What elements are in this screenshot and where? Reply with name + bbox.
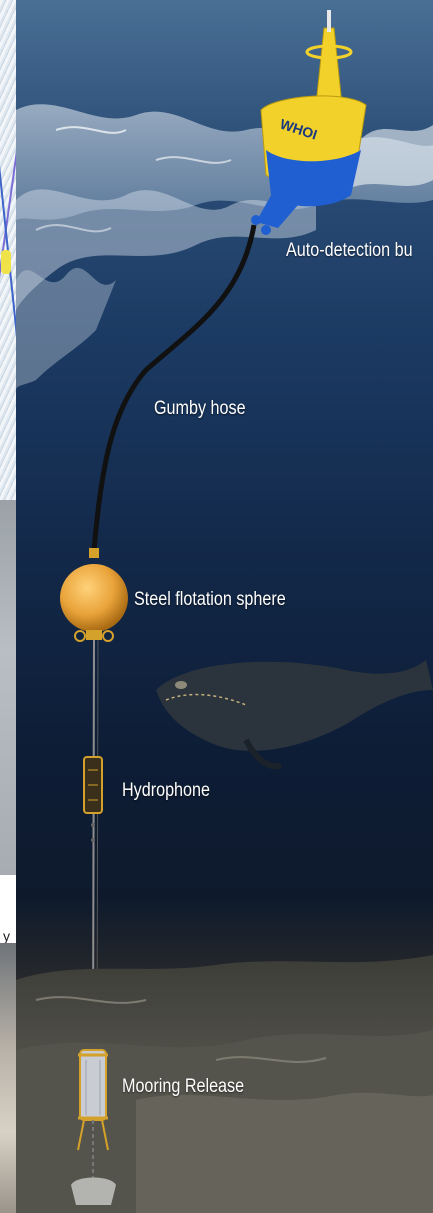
anchor-weight bbox=[71, 1178, 116, 1206]
label-gumby-hose: Gumby hose bbox=[154, 398, 246, 420]
label-auto-detection-buoy: Auto-detection bu bbox=[286, 240, 413, 262]
map-highlight bbox=[1, 250, 11, 274]
label-steel-flotation-sphere: Steel flotation sphere bbox=[134, 589, 286, 611]
auto-detection-buoy: WHOI bbox=[251, 10, 366, 235]
label-hydrophone: Hydrophone bbox=[122, 780, 210, 802]
gumby-hose bbox=[94, 225, 254, 550]
ocean-scene: WHOI bbox=[16, 0, 433, 1213]
steel-flotation-sphere bbox=[60, 548, 128, 641]
label-mooring-release: Mooring Release bbox=[122, 1076, 244, 1098]
left-text-fragment: y bbox=[3, 928, 10, 944]
photo-fragment bbox=[0, 943, 16, 1213]
grey-panel-fragment bbox=[0, 500, 16, 875]
left-strip: y bbox=[0, 0, 16, 1213]
right-whale bbox=[156, 660, 433, 766]
